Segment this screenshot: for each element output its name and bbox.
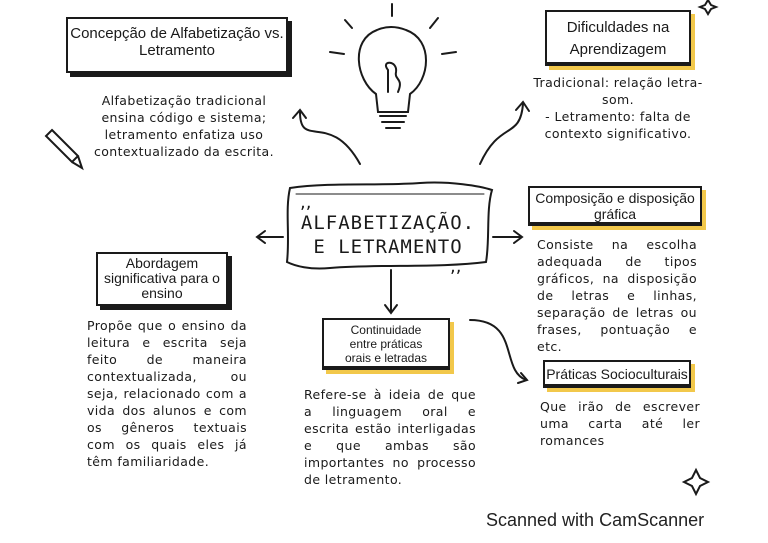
- arrow-to-concepcao: [299, 111, 361, 165]
- sparkle-icon-top: [697, 0, 719, 16]
- lightbulb-filament: [385, 61, 401, 93]
- dificuldades-body-line4: contexto significativo.: [544, 126, 692, 141]
- continuidade-title-line3: orais e letradas: [344, 351, 428, 365]
- node-concepcao-title: Concepção de Alfabetização vs. Letrament…: [66, 17, 288, 73]
- central-title-line2: E LETRAMENTO: [313, 236, 463, 258]
- quote-mark-close: ,,: [450, 256, 461, 277]
- praticas-body: Que irão de escrever uma carta até ler r…: [540, 399, 700, 448]
- lightbulb-rays: [329, 3, 457, 55]
- concepcao-body: Alfabetização tradicional ensina código …: [93, 93, 274, 159]
- node-praticas-title: Práticas Socioculturais: [543, 360, 691, 388]
- node-continuidade-title: Continuidade entre práticas orais e letr…: [322, 318, 450, 370]
- node-abordagem-title: Abordagem significativa para o ensino: [96, 252, 228, 306]
- arrowhead-dificuldades: [515, 100, 530, 112]
- abordagem-title-line2: significativa para o: [104, 270, 220, 286]
- continuidade-title-line2: entre práticas: [349, 337, 423, 351]
- node-composicao-title: Composição e disposição gráfica: [528, 186, 702, 226]
- sparkle-icon: [681, 467, 711, 497]
- arrowhead-abordagem: [255, 230, 266, 244]
- continuidade-title-line1: Continuidade: [350, 323, 422, 337]
- arrow-to-dificuldades: [479, 103, 524, 165]
- node-dificuldades-title: Dificuldades na Aprendizagem: [545, 10, 691, 66]
- composicao-title-line1: Composição e disposição: [535, 190, 695, 206]
- continuidade-body: Refere-se à ideia de que a linguagem ora…: [304, 387, 476, 487]
- dificuldades-body-line2: som.: [602, 92, 634, 107]
- concepcao-title-line1: Concepção de Alfabetização vs.: [70, 25, 284, 42]
- arrowhead-praticas: [517, 372, 529, 384]
- central-title-line1: ALFABETIZAÇÃO.: [300, 212, 476, 234]
- composicao-body: Consiste na escolha adequada de tipos gr…: [537, 237, 697, 354]
- arrowhead-continuidade: [384, 304, 398, 315]
- arrow-to-praticas: [469, 319, 527, 381]
- abordagem-title-line1: Abordagem: [125, 255, 199, 271]
- arrowhead-composicao: [513, 230, 524, 244]
- abordagem-body: Propõe que o ensino da leitura e escrita…: [87, 318, 247, 469]
- dificuldades-title-line1: Dificuldades na: [566, 19, 670, 36]
- central-topic: ALFABETIZAÇÃO. E LETRAMENTO: [283, 180, 493, 270]
- lightbulb-base: [379, 115, 407, 129]
- composicao-title-line2: gráfica: [593, 206, 637, 223]
- pencil-icon: [44, 128, 84, 171]
- dificuldades-body: Tradicional: relação letra- som. - Letra…: [530, 74, 706, 142]
- dificuldades-title-line2: Aprendizagem: [569, 41, 667, 58]
- scanner-watermark: Scanned with CamScanner: [486, 510, 705, 530]
- dificuldades-body-line3: - Letramento: falta de: [545, 109, 691, 124]
- quote-mark-open: ,,: [300, 192, 311, 213]
- abordagem-title-line3: ensino: [141, 285, 183, 301]
- concepcao-title-line2: Letramento: [139, 42, 215, 60]
- praticas-title: Práticas Socioculturais: [546, 366, 688, 382]
- arrowhead-concepcao: [292, 108, 307, 119]
- central-box-outline: [285, 181, 494, 270]
- dificuldades-body-line1: Tradicional: relação letra-: [533, 75, 703, 90]
- lightbulb-outline: [357, 26, 427, 113]
